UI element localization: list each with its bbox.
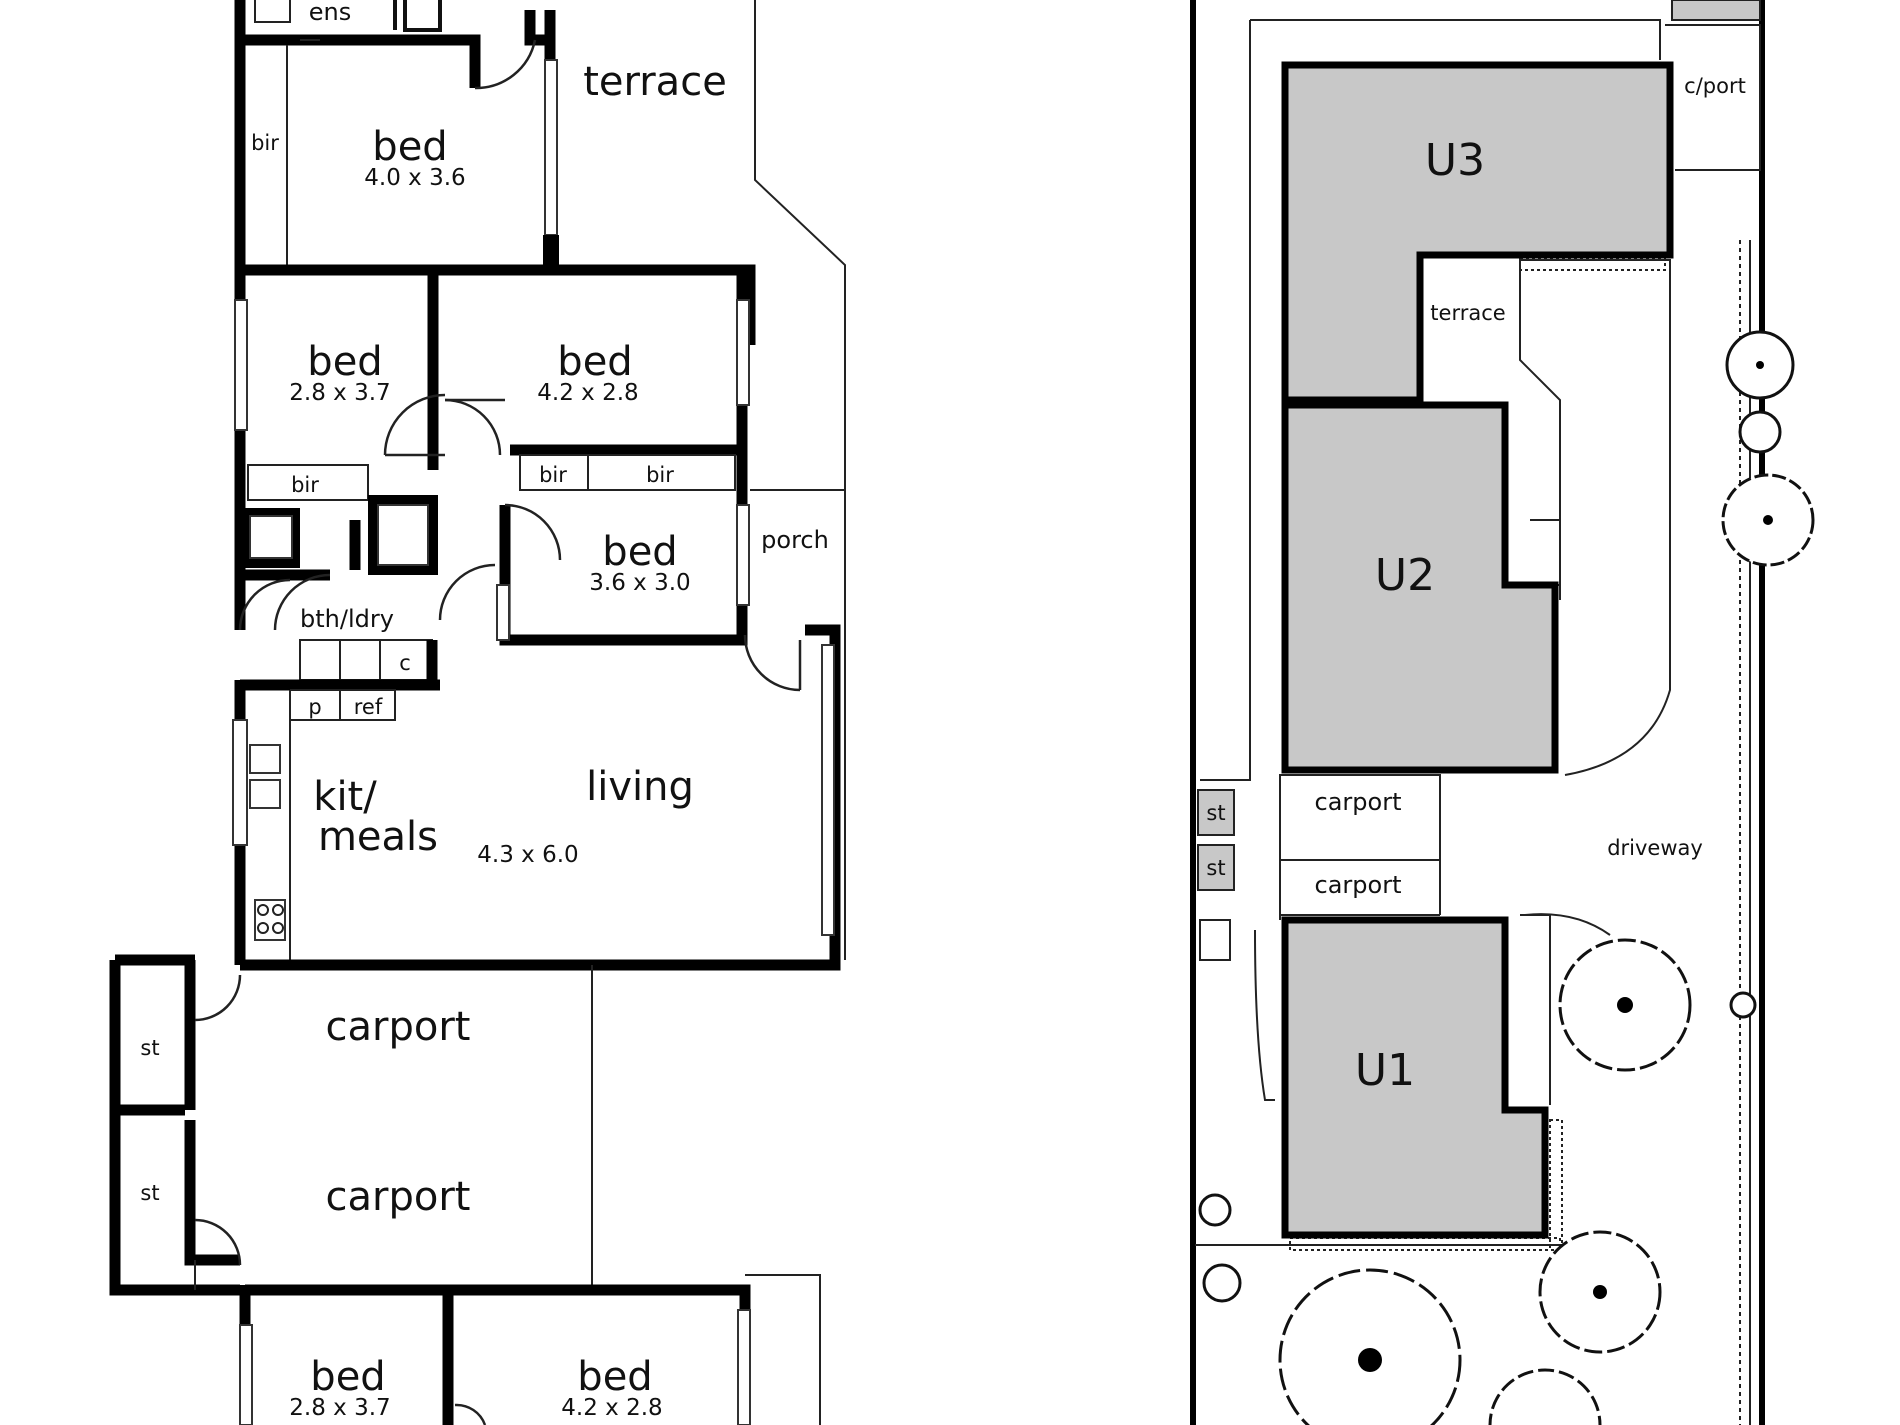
ensuite: [234, 0, 556, 270]
carport-b-label: carport: [326, 1174, 471, 1220]
boundary-line: [754, 0, 846, 505]
pantry-label: p: [308, 695, 321, 719]
site-store-a-label: st: [1206, 801, 1225, 825]
fridge-label: ref: [354, 695, 383, 719]
terrace-glazing: [543, 59, 559, 270]
lower-bed-b-label: bed: [577, 1354, 652, 1400]
site-plan: U3 U2 U1 c/port terrace carport carport …: [1190, 0, 1815, 1425]
bed3-room: [444, 270, 750, 495]
living-label: living: [586, 764, 694, 810]
floor-plan: ens terrace bed 4.0 x 3.6 bir bed 2.8 x …: [109, 0, 846, 1425]
bed1-dims: 4.0 x 3.6: [364, 165, 465, 191]
site-unit-u1-label: U1: [1355, 1045, 1415, 1096]
bath-label: bth/ldry: [300, 605, 394, 633]
bed4-dims: 3.6 x 3.0: [589, 570, 690, 596]
terrace-label: terrace: [583, 59, 727, 105]
bed1-label: bed: [372, 124, 447, 170]
kitchen-label-2: meals: [318, 814, 438, 860]
lower-bed-a-dims: 2.8 x 3.7: [289, 1395, 390, 1421]
store-b-label: st: [140, 1181, 159, 1205]
site-carport-a-label: carport: [1315, 788, 1402, 816]
unit-u1-footprint: [1281, 916, 1549, 1239]
unit-u2-footprint: [1281, 401, 1559, 774]
site-carport-top: [1200, 0, 1761, 781]
bed2-dims: 2.8 x 3.7: [289, 380, 390, 406]
bath-laundry: [234, 460, 438, 685]
lower-unit: [239, 1284, 751, 1425]
porch-outline: [750, 489, 846, 960]
bed4-label: bed: [602, 529, 677, 575]
site-store-b-label: st: [1206, 856, 1225, 880]
bed3-robe-b-label: bir: [646, 463, 674, 487]
site-carport-b-label: carport: [1315, 871, 1402, 899]
site-unit-u2-label: U2: [1375, 550, 1435, 601]
trees: [1278, 330, 1815, 1425]
lower-bed-a-label: bed: [310, 1354, 385, 1400]
site-unit-u3-label: U3: [1425, 135, 1485, 186]
living-dims: 4.3 x 6.0: [477, 842, 578, 868]
porch-label: porch: [761, 526, 829, 554]
cupboard-label: c: [399, 651, 411, 675]
bed2-label: bed: [307, 339, 382, 385]
bed1-robe-label: bir: [251, 131, 279, 155]
ens-label: ens: [309, 0, 351, 26]
bed2-room: [234, 270, 439, 501]
bed4-room: [496, 495, 750, 646]
site-carport-top-label: c/port: [1684, 74, 1746, 98]
bed3-label: bed: [557, 339, 632, 385]
bed2-robe-label: bir: [291, 473, 319, 497]
site-terrace-label: terrace: [1430, 301, 1505, 325]
bed3-robe-a-label: bir: [539, 463, 567, 487]
site-driveway-label: driveway: [1607, 836, 1703, 860]
carports: [109, 954, 821, 1425]
hallway: [368, 393, 496, 621]
bed3-dims: 4.2 x 2.8: [537, 380, 638, 406]
carport-a-label: carport: [326, 1004, 471, 1050]
unit-u3-footprint: [1281, 61, 1674, 404]
lower-bed-b-dims: 4.2 x 2.8: [561, 1395, 662, 1421]
kitchen-living: [232, 624, 841, 971]
kitchen-label-1: kit/: [313, 774, 377, 820]
store-a-label: st: [140, 1036, 159, 1060]
